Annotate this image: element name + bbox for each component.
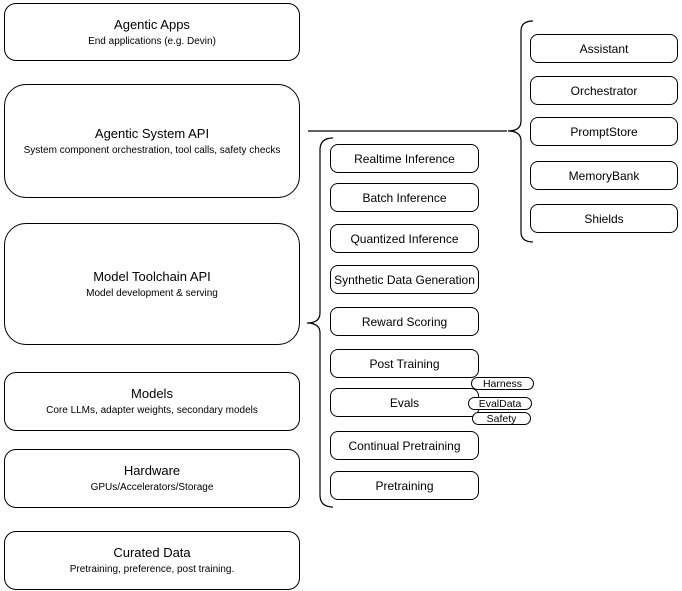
box-models: Models Core LLMs, adapter weights, secon…: [4, 372, 300, 431]
box-quantized-inference: Quantized Inference: [330, 224, 479, 253]
box-continual-pretraining: Continual Pretraining: [330, 431, 479, 460]
box-title: Agentic System API: [94, 125, 210, 141]
box-title: Agentic Apps: [114, 16, 190, 32]
box-subtitle: Pretraining, preference, post training.: [69, 564, 235, 575]
box-subtitle: System component orchestration, tool cal…: [23, 144, 281, 156]
box-batch-inference: Batch Inference: [330, 183, 479, 212]
tag-safety: Safety: [472, 412, 531, 425]
box-label: Evals: [389, 395, 420, 410]
box-agentic-system-api: Agentic System API System component orch…: [4, 84, 300, 198]
box-agentic-apps: Agentic Apps End applications (e.g. Devi…: [4, 3, 300, 61]
box-subtitle: End applications (e.g. Devin): [88, 35, 216, 47]
box-orchestrator: Orchestrator: [530, 76, 678, 105]
tag-label: Harness: [482, 377, 523, 390]
box-title: Model Toolchain API: [93, 268, 211, 284]
box-label: Quantized Inference: [350, 231, 459, 246]
box-promptstore: PromptStore: [530, 117, 678, 146]
box-realtime-inference: Realtime Inference: [330, 144, 479, 173]
box-model-toolchain-api: Model Toolchain API Model development & …: [4, 223, 300, 345]
box-label: Continual Pretraining: [348, 438, 461, 453]
box-assistant: Assistant: [530, 34, 678, 63]
box-label: Pretraining: [375, 478, 434, 493]
box-shields: Shields: [530, 204, 678, 233]
box-label: MemoryBank: [568, 168, 640, 183]
box-label: Assistant: [579, 41, 629, 56]
box-label: Post Training: [369, 356, 440, 371]
box-subtitle: GPUs/Accelerators/Storage: [90, 482, 214, 493]
tag-label: EvalData: [478, 397, 522, 410]
box-post-training: Post Training: [330, 349, 479, 378]
box-label: Synthetic Data Generation: [334, 272, 475, 287]
box-reward-scoring: Reward Scoring: [330, 307, 479, 336]
box-label: PromptStore: [570, 124, 638, 139]
box-pretraining: Pretraining: [330, 471, 479, 500]
box-title: Curated Data: [113, 545, 191, 560]
tag-evaldata: EvalData: [468, 397, 532, 410]
box-memorybank: MemoryBank: [530, 161, 678, 190]
box-evals: Evals: [330, 388, 479, 417]
box-label: Batch Inference: [362, 190, 447, 205]
box-label: Orchestrator: [570, 83, 638, 98]
tag-label: Safety: [486, 412, 517, 425]
box-title: Hardware: [123, 463, 181, 478]
box-label: Reward Scoring: [361, 314, 448, 329]
box-subtitle: Model development & serving: [86, 287, 218, 299]
box-label: Shields: [584, 211, 624, 226]
box-hardware: Hardware GPUs/Accelerators/Storage: [4, 449, 300, 508]
box-label: Realtime Inference: [354, 151, 455, 166]
box-subtitle: Core LLMs, adapter weights, secondary mo…: [46, 405, 258, 416]
box-curated-data: Curated Data Pretraining, preference, po…: [4, 531, 300, 590]
tag-harness: Harness: [471, 377, 534, 390]
box-synthetic-data-generation: Synthetic Data Generation: [330, 265, 479, 294]
box-title: Models: [131, 386, 173, 401]
